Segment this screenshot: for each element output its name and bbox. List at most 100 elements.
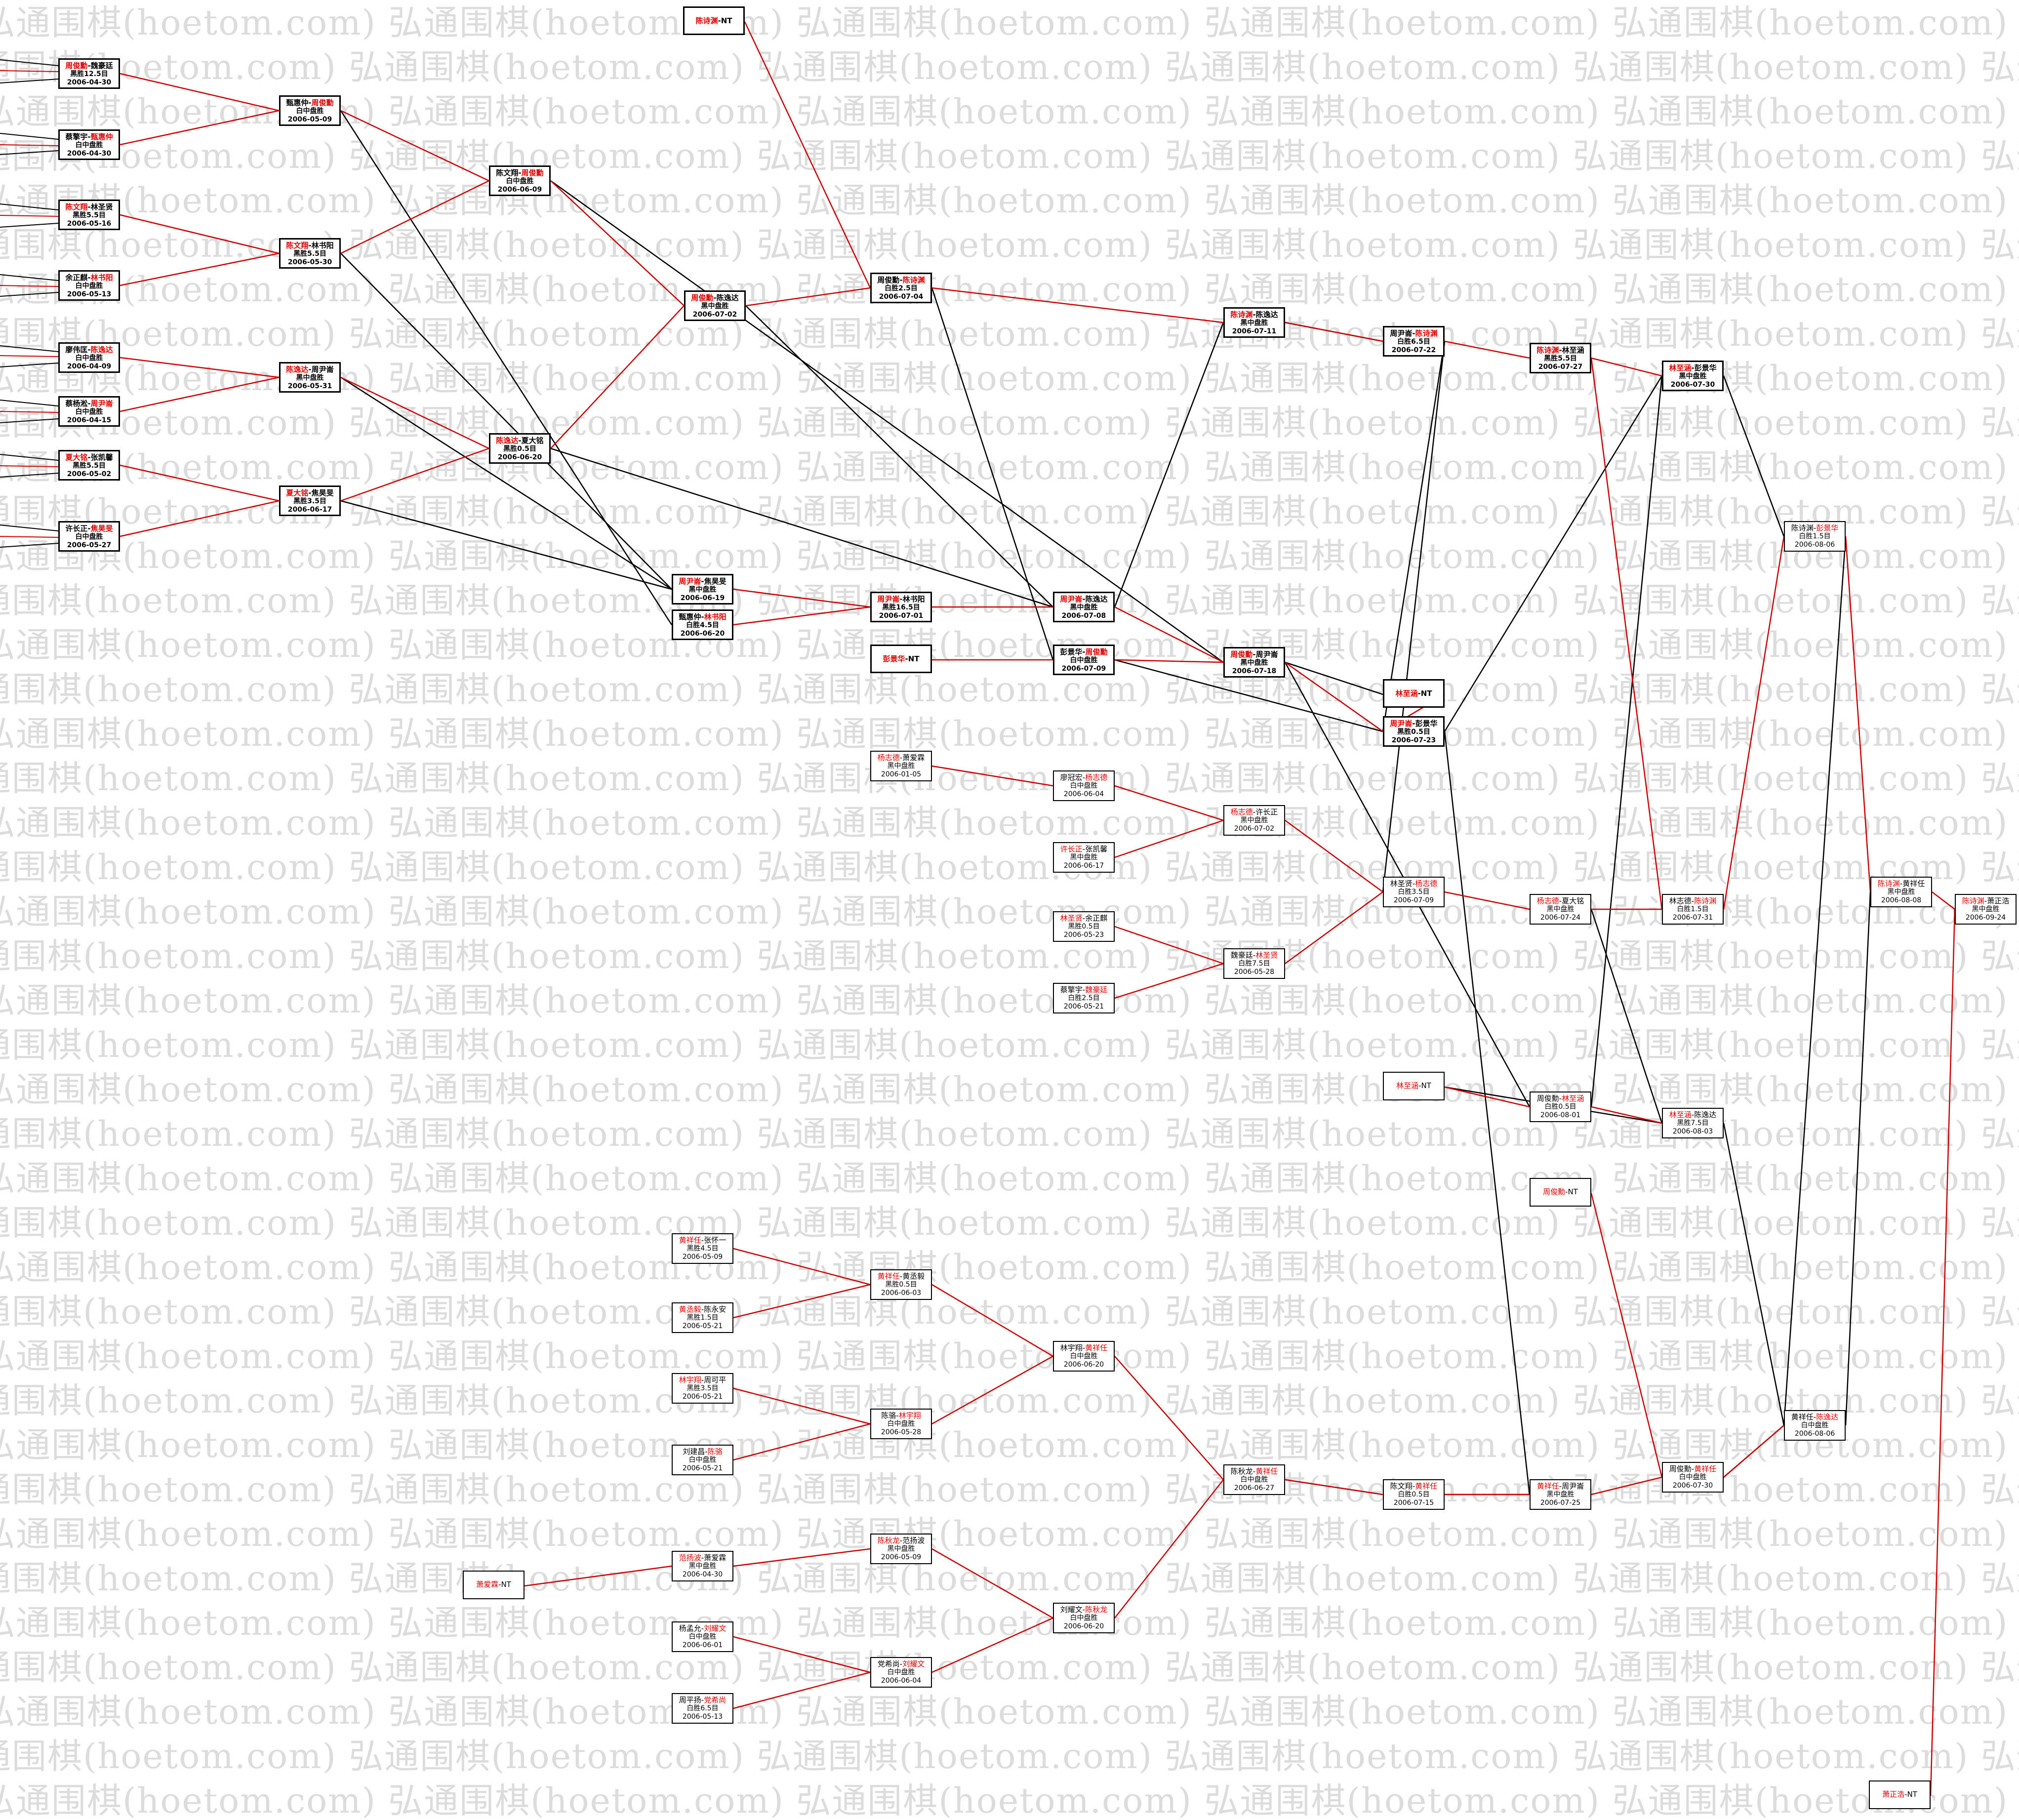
player-a: 陈诗渊 — [1536, 346, 1559, 355]
match-result: 黑中盘胜 — [688, 586, 717, 594]
loser-path-line — [931, 287, 1054, 660]
match-result: 白中盘胜 — [688, 1456, 717, 1464]
match-players: 范扬波-萧爱霖 — [673, 1554, 732, 1562]
match-date: 2006-07-30 — [1670, 381, 1715, 389]
watermark-row: 弘通围棋(hoetom.com) 弘通围棋(hoetom.com) 弘通围棋(h… — [0, 803, 2019, 843]
player-a: 范扬波 — [679, 1553, 701, 1562]
player-a: 周尹崙 — [1060, 595, 1083, 604]
match-result: 白中盘胜 — [1070, 782, 1098, 790]
player-b: 刘耀文 — [902, 1659, 925, 1668]
winner-path-line — [1723, 536, 1785, 910]
winner-path-line — [931, 287, 1224, 324]
match-date: 2006-07-25 — [1540, 1499, 1581, 1507]
winner-path-line — [120, 110, 280, 146]
match-date: 2006-07-18 — [1232, 667, 1277, 675]
incoming-line — [0, 274, 59, 281]
player-a: 陈诗渊- — [1791, 524, 1817, 532]
player-b: 林书阳 — [704, 612, 727, 621]
player-a: 蔡擎宇- — [1060, 985, 1086, 994]
player-b: 魏豪廷 — [1085, 985, 1108, 994]
match-date: 2006-05-30 — [287, 258, 332, 266]
player-a: 林至涵 — [1669, 1110, 1692, 1119]
player-a: 周尹崙 — [679, 577, 701, 586]
match-date: 2006-07-27 — [1538, 363, 1583, 371]
player-a: 周俊勳 — [1543, 1187, 1566, 1196]
incoming-line — [0, 292, 59, 297]
player-b: -NT — [905, 654, 920, 663]
match-date: 2006-05-21 — [682, 1393, 723, 1401]
loser-path-line — [745, 305, 1053, 607]
player-a: 陈逸达 — [286, 365, 309, 374]
match-result: 白胜6.5目 — [686, 1704, 719, 1712]
player-b: 杨志德 — [1085, 773, 1108, 782]
loser-path-line — [1723, 1123, 1785, 1426]
player-b: -陈逸达 — [1252, 310, 1278, 319]
player-a: 萧爱霖 — [476, 1580, 499, 1589]
match-players: 周俊勳-黄祥任 — [1663, 1465, 1723, 1473]
winner-path-line — [1590, 358, 1663, 910]
match-node: 周俊勳-NT — [1530, 1178, 1591, 1207]
match-players: 林志德-陈诗渊 — [1663, 897, 1723, 905]
match-players: 党希尚-刘耀文 — [871, 1660, 931, 1668]
match-result: 黑中盘胜 — [1679, 372, 1707, 380]
player-b: -陈逸达 — [1691, 1110, 1717, 1119]
match-players: 林至涵-NT — [1384, 1082, 1444, 1090]
match-date: 2006-08-06 — [1794, 1430, 1835, 1438]
match-players: 萧正浩-NT — [1870, 1790, 1930, 1799]
match-players: 周尹崙-焦昊旻 — [673, 577, 732, 586]
incoming-line — [0, 400, 59, 406]
incoming-line — [0, 418, 59, 423]
incoming-line — [0, 355, 59, 357]
player-b: -彭景华 — [1691, 364, 1717, 372]
watermark-row: 弘通围棋(hoetom.com) 弘通围棋(hoetom.com) 弘通围棋(h… — [0, 1158, 2019, 1199]
match-result: 白胜7.5目 — [1238, 960, 1270, 968]
match-result: 黑胜0.5目 — [885, 1281, 917, 1289]
match-date: 2006-06-20 — [497, 453, 542, 461]
loser-path-line — [1382, 341, 1446, 732]
player-a: 杨孟允- — [679, 1624, 704, 1633]
winner-path-line — [1932, 891, 1955, 910]
winner-path-line — [1444, 891, 1530, 910]
watermark-row: 弘通围棋(hoetom.com) 弘通围棋(hoetom.com) 弘通围棋(h… — [0, 1336, 2019, 1376]
watermark-row: 弘通围棋(hoetom.com) 弘通围棋(hoetom.com) 弘通围棋(h… — [0, 1603, 2019, 1643]
loser-path-line — [1285, 661, 1383, 695]
match-date: 2006-07-22 — [1391, 346, 1436, 354]
winner-path-line — [733, 1548, 871, 1567]
match-result: 白中盘胜 — [887, 1420, 915, 1428]
match-result: 黑中盘胜 — [1240, 319, 1268, 327]
loser-path-line — [340, 253, 672, 590]
player-b: 陈诗渊 — [1694, 896, 1717, 905]
match-players: 陈文翔-林圣贤 — [60, 203, 119, 211]
player-b: -NT — [1565, 1187, 1578, 1196]
match-players: 林宇翔-黄祥任 — [1054, 1344, 1114, 1352]
match-date: 2006-08-03 — [1672, 1128, 1713, 1135]
match-date: 2006-06-20 — [1063, 1622, 1104, 1630]
winner-path-line — [550, 305, 685, 449]
match-date: 2006-06-19 — [680, 594, 725, 602]
match-players: 陈诗渊-陈逸达 — [1225, 311, 1284, 319]
player-b: -陈逸达 — [1082, 595, 1108, 604]
match-players: 彭景华-周俊勳 — [1054, 648, 1113, 656]
match-node: 林至涵-NT — [1383, 1072, 1445, 1100]
match-players: 林圣贤-余正麒 — [1054, 914, 1114, 923]
match-date: 2006-01-05 — [881, 770, 922, 778]
player-b: -NT — [1418, 1081, 1431, 1090]
player-a: 夏大铭 — [65, 453, 88, 462]
watermark-row: 弘通围棋(hoetom.com) 弘通围棋(hoetom.com) 弘通围棋(h… — [0, 714, 2019, 754]
match-result: 黑胜0.5目 — [503, 445, 536, 453]
match-date: 2006-05-09 — [881, 1553, 922, 1561]
incoming-line — [0, 133, 59, 140]
player-b: -魏豪廷 — [87, 61, 113, 70]
player-a: 甄惠仲- — [286, 98, 312, 107]
